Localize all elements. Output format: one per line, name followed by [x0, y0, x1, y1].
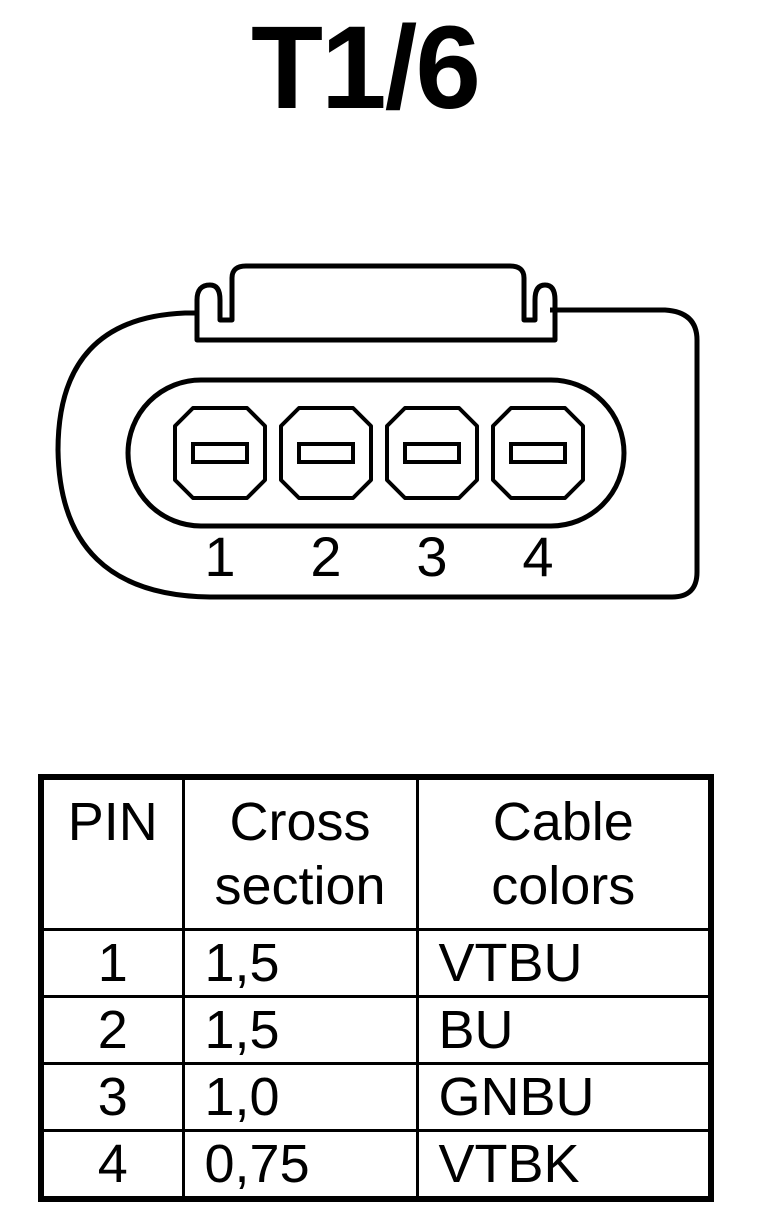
header-cross-section: Cross section — [181, 775, 419, 931]
pin-cavity-2 — [279, 406, 373, 500]
pin-carrier — [125, 377, 627, 529]
pin-assignment-table: PIN Cross section Cable colors 1 1,5 VTB… — [38, 774, 714, 1202]
locking-tab — [194, 263, 558, 343]
cross-section-cell: 1,0 — [181, 1062, 419, 1132]
diagram-title: T1/6 — [250, 2, 481, 134]
table-row: 3 1,0 GNBU — [39, 1062, 713, 1132]
cross-section-cell: 1,5 — [181, 995, 419, 1065]
connector-housing — [55, 307, 700, 600]
header-cable-colors: Cable colors — [415, 775, 713, 931]
header-pin: PIN — [39, 775, 185, 931]
pin-number-label: 2 — [310, 525, 341, 588]
pin-number-label: 1 — [204, 525, 235, 588]
cable-color-cell: VTBK — [415, 1129, 713, 1201]
pin-number-label: 4 — [522, 525, 553, 588]
table-row: 4 0,75 VTBK — [39, 1129, 713, 1201]
pin-cell: 3 — [39, 1062, 185, 1132]
connector-diagram: 1 2 3 4 — [55, 263, 700, 600]
table-row: 1 1,5 VTBU — [39, 928, 713, 998]
pin-number-label: 3 — [416, 525, 447, 588]
table-row: 2 1,5 BU — [39, 995, 713, 1065]
pin-cavity-3 — [385, 406, 479, 500]
cross-section-cell: 1,5 — [181, 928, 419, 998]
pin-cavity-4 — [491, 406, 585, 500]
pin-cell: 4 — [39, 1129, 185, 1201]
cable-color-cell: VTBU — [415, 928, 713, 998]
pin-cell: 2 — [39, 995, 185, 1065]
pin-cell: 1 — [39, 928, 185, 998]
table-header-row: PIN Cross section Cable colors — [39, 775, 713, 931]
cross-section-cell: 0,75 — [181, 1129, 419, 1201]
pin-cavity-1 — [173, 406, 267, 500]
cable-color-cell: GNBU — [415, 1062, 713, 1132]
cable-color-cell: BU — [415, 995, 713, 1065]
